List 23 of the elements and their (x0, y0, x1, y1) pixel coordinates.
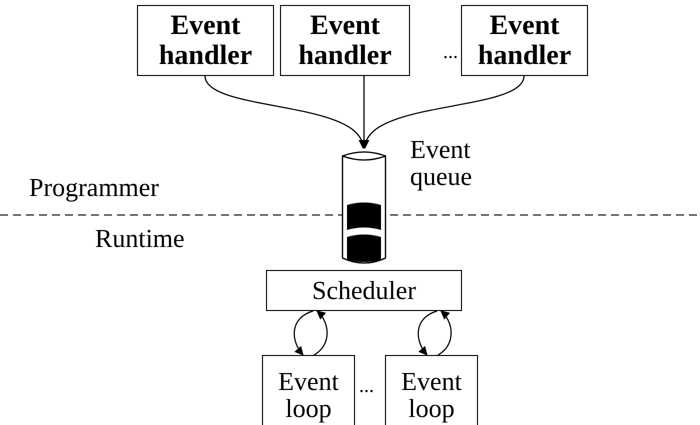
arrow (362, 76, 525, 149)
node-caption: Event queue (410, 136, 474, 191)
text-label: ... (443, 42, 458, 63)
node-label: Event loop (277, 368, 340, 422)
text-label: Programmer (29, 174, 159, 202)
process-box (385, 355, 478, 425)
arrow (294, 310, 314, 356)
process-box (280, 5, 410, 76)
node-label: Event handler (476, 11, 572, 70)
process-box (461, 5, 588, 76)
process-box (137, 5, 274, 76)
node-label: Scheduler (312, 276, 416, 304)
text-label: ... (359, 376, 374, 397)
arrow (438, 310, 452, 356)
process-box (262, 355, 355, 425)
text-label: Runtime (95, 225, 185, 252)
arrow (204, 76, 366, 149)
arrow (314, 310, 328, 356)
node-label: Event handler (158, 11, 254, 70)
node-label: Event handler (297, 11, 393, 70)
arrow (418, 310, 438, 356)
process-box (266, 270, 462, 311)
node-label: Event loop (400, 368, 463, 422)
